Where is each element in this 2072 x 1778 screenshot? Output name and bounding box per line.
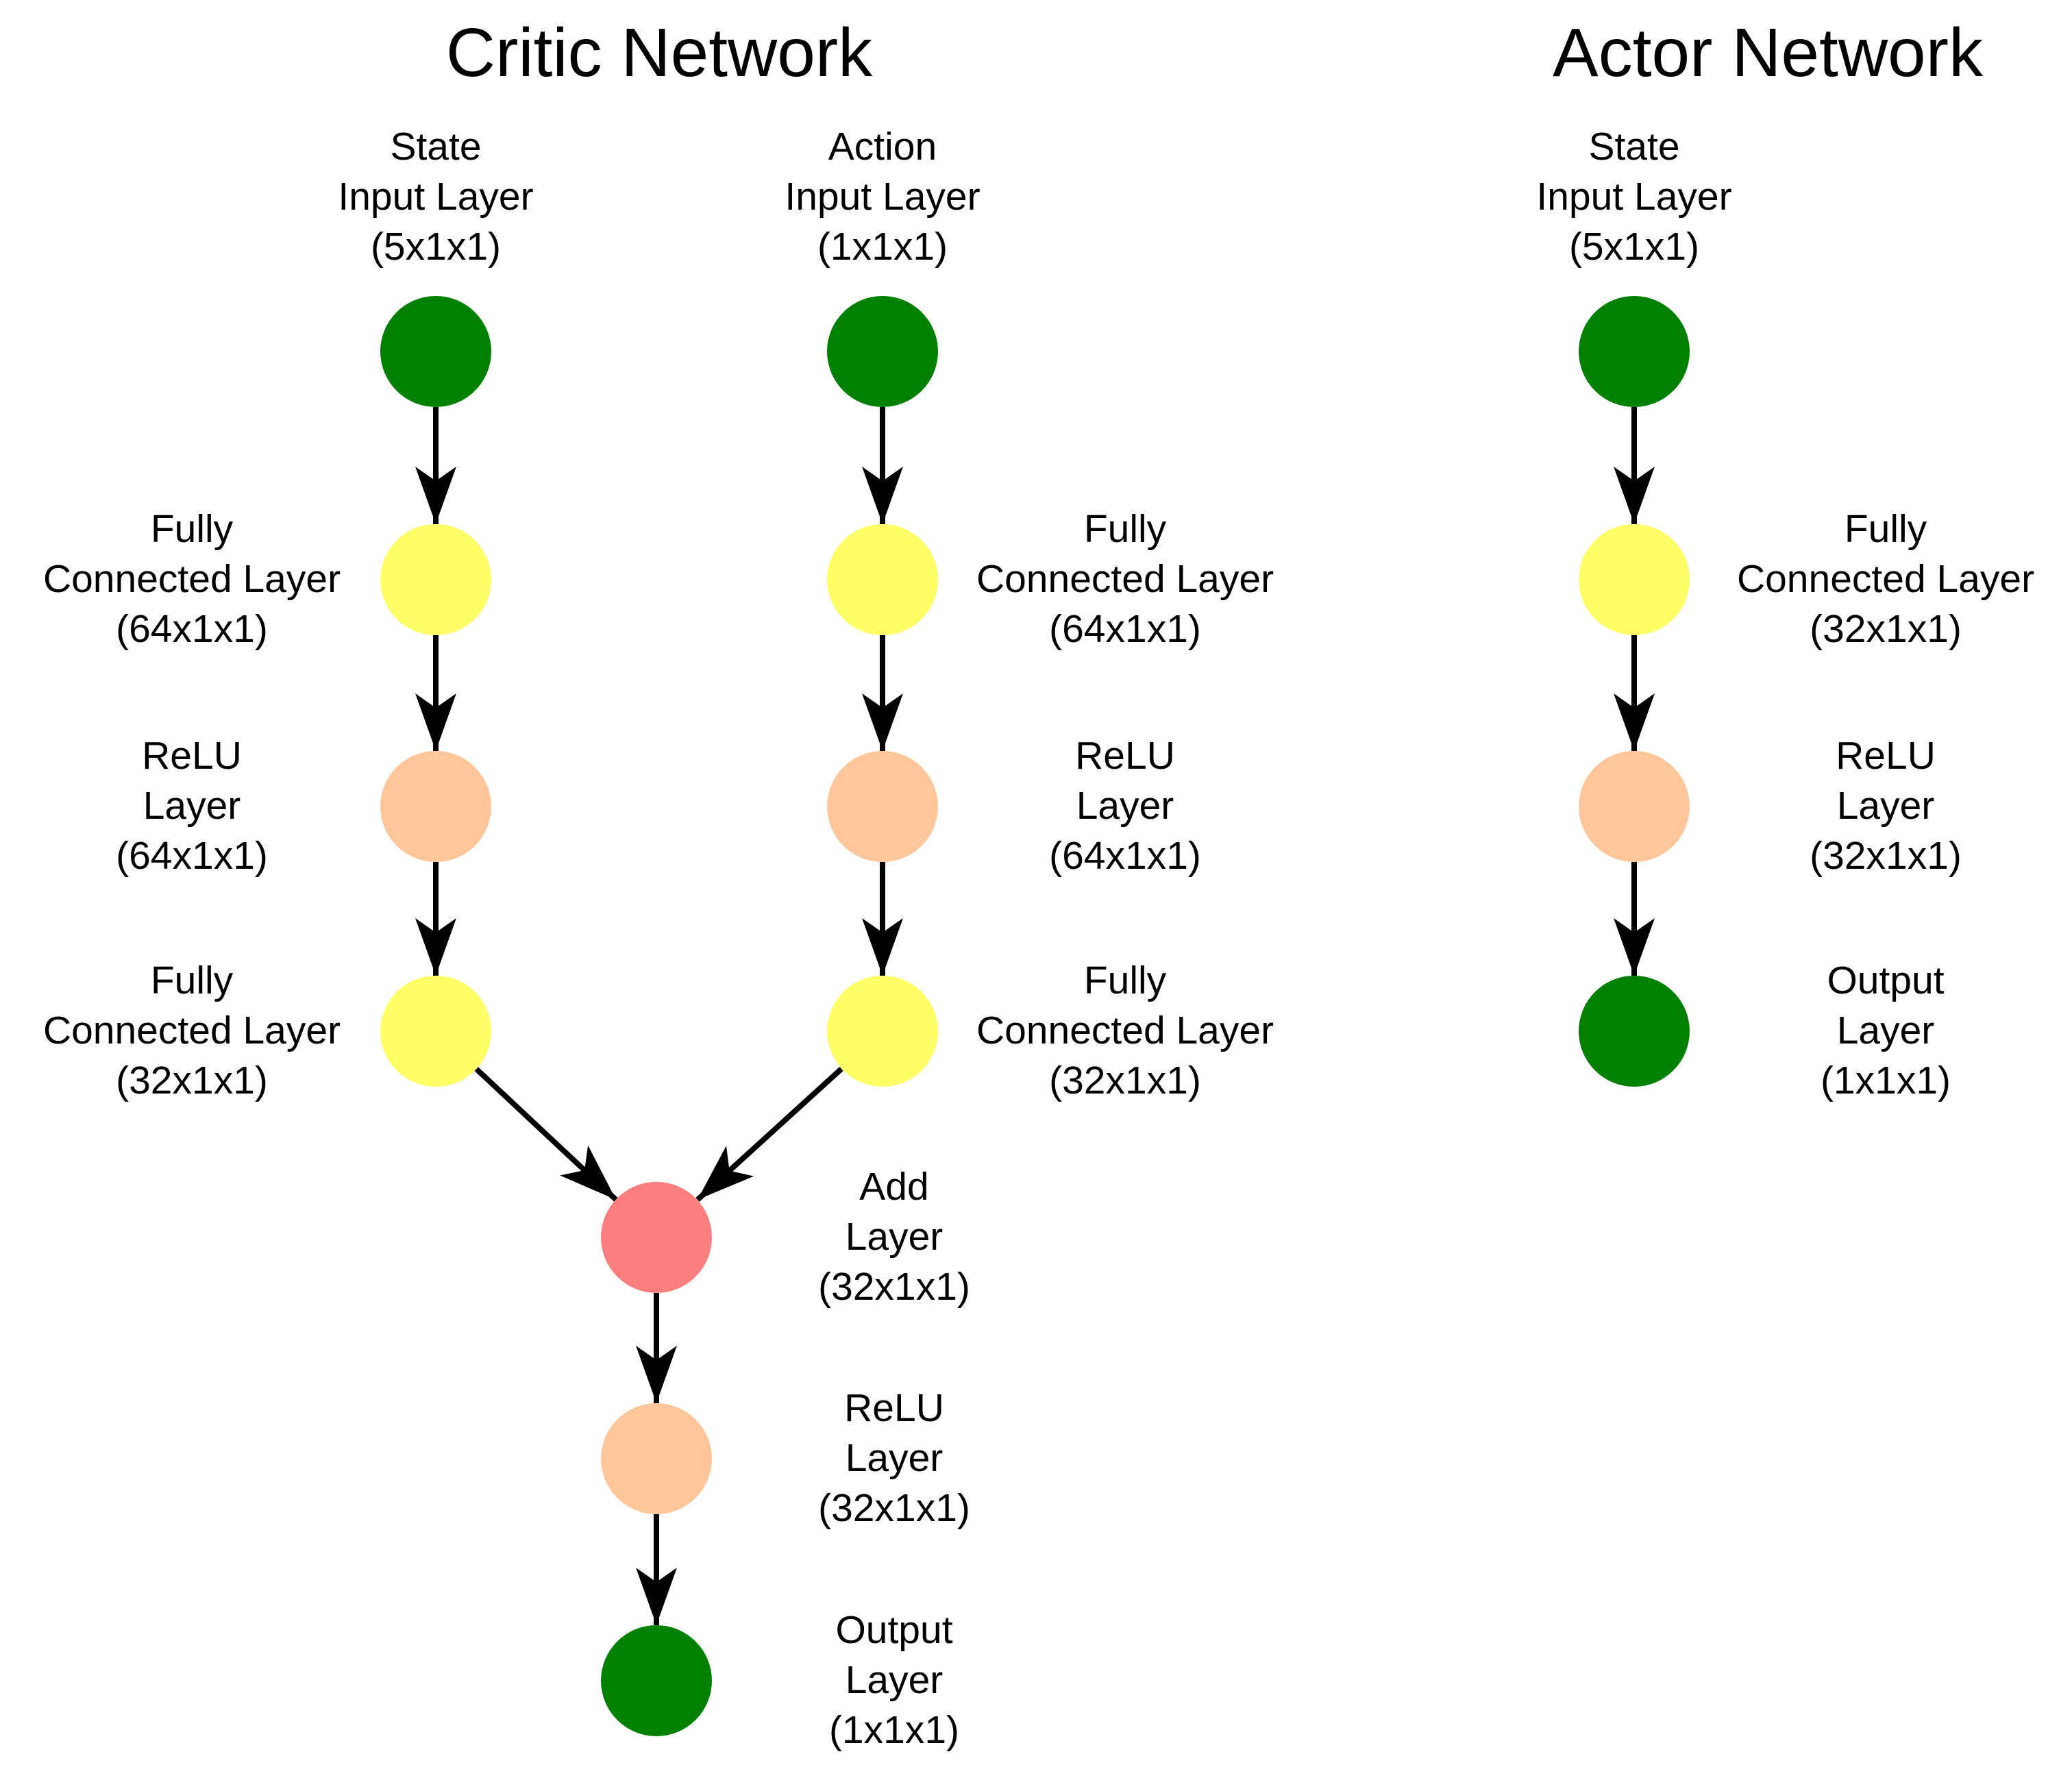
node-critic-action-fully-connected-layer-2 bbox=[827, 976, 938, 1087]
node-critic-state-input-layer bbox=[380, 296, 491, 407]
label-critic-action-input-layer: Action Input Layer (1x1x1) bbox=[785, 125, 981, 269]
node-critic-state-fully-connected-layer-1 bbox=[380, 524, 491, 635]
label-critic-output-layer: Output Layer (1x1x1) bbox=[828, 1608, 960, 1752]
node-critic-action-fully-connected-layer-1 bbox=[827, 524, 938, 635]
label-critic-state-relu-layer: ReLU Layer (64x1x1) bbox=[116, 734, 268, 878]
label-critic-state-fully-connected-layer-1: Fully Connected Layer (64x1x1) bbox=[42, 507, 341, 651]
arrow-critic-action-fc2-to-add bbox=[695, 1067, 843, 1202]
node-critic-add-layer bbox=[601, 1182, 712, 1293]
node-critic-action-relu-layer bbox=[827, 751, 938, 862]
label-critic-state-fully-connected-layer-2: Fully Connected Layer (32x1x1) bbox=[42, 959, 341, 1102]
label-actor-state-input-layer: State Input Layer (5x1x1) bbox=[1536, 125, 1732, 269]
node-critic-action-input-layer bbox=[827, 296, 938, 407]
label-critic-action-relu-layer: ReLU Layer (64x1x1) bbox=[1049, 734, 1201, 878]
label-critic-action-fully-connected-layer-2: Fully Connected Layer (32x1x1) bbox=[976, 959, 1274, 1102]
label-critic-merged-relu-layer: ReLU Layer (32x1x1) bbox=[818, 1386, 970, 1530]
label-critic-action-fully-connected-layer-1: Fully Connected Layer (64x1x1) bbox=[976, 507, 1274, 651]
node-actor-output-layer bbox=[1579, 976, 1690, 1087]
label-critic-state-input-layer: State Input Layer (5x1x1) bbox=[338, 125, 534, 269]
label-actor-relu-layer: ReLU Layer (32x1x1) bbox=[1810, 734, 1962, 878]
node-critic-state-fully-connected-layer-2 bbox=[380, 976, 491, 1087]
actor-network-title: Actor Network bbox=[1553, 14, 1983, 91]
node-critic-state-relu-layer bbox=[380, 751, 491, 862]
node-critic-merged-relu-layer bbox=[601, 1403, 712, 1514]
arrow-critic-state-fc2-to-add bbox=[474, 1067, 618, 1202]
label-critic-add-layer: Add Layer (32x1x1) bbox=[818, 1165, 970, 1309]
node-actor-state-input-layer bbox=[1579, 296, 1690, 407]
node-actor-fully-connected-layer bbox=[1579, 524, 1690, 635]
node-critic-output-layer bbox=[601, 1625, 712, 1736]
label-actor-output-layer: Output Layer (1x1x1) bbox=[1820, 959, 1951, 1102]
node-actor-relu-layer bbox=[1579, 751, 1690, 862]
critic-network-title: Critic Network bbox=[445, 14, 873, 91]
label-actor-fully-connected-layer: Fully Connected Layer (32x1x1) bbox=[1736, 507, 2035, 651]
